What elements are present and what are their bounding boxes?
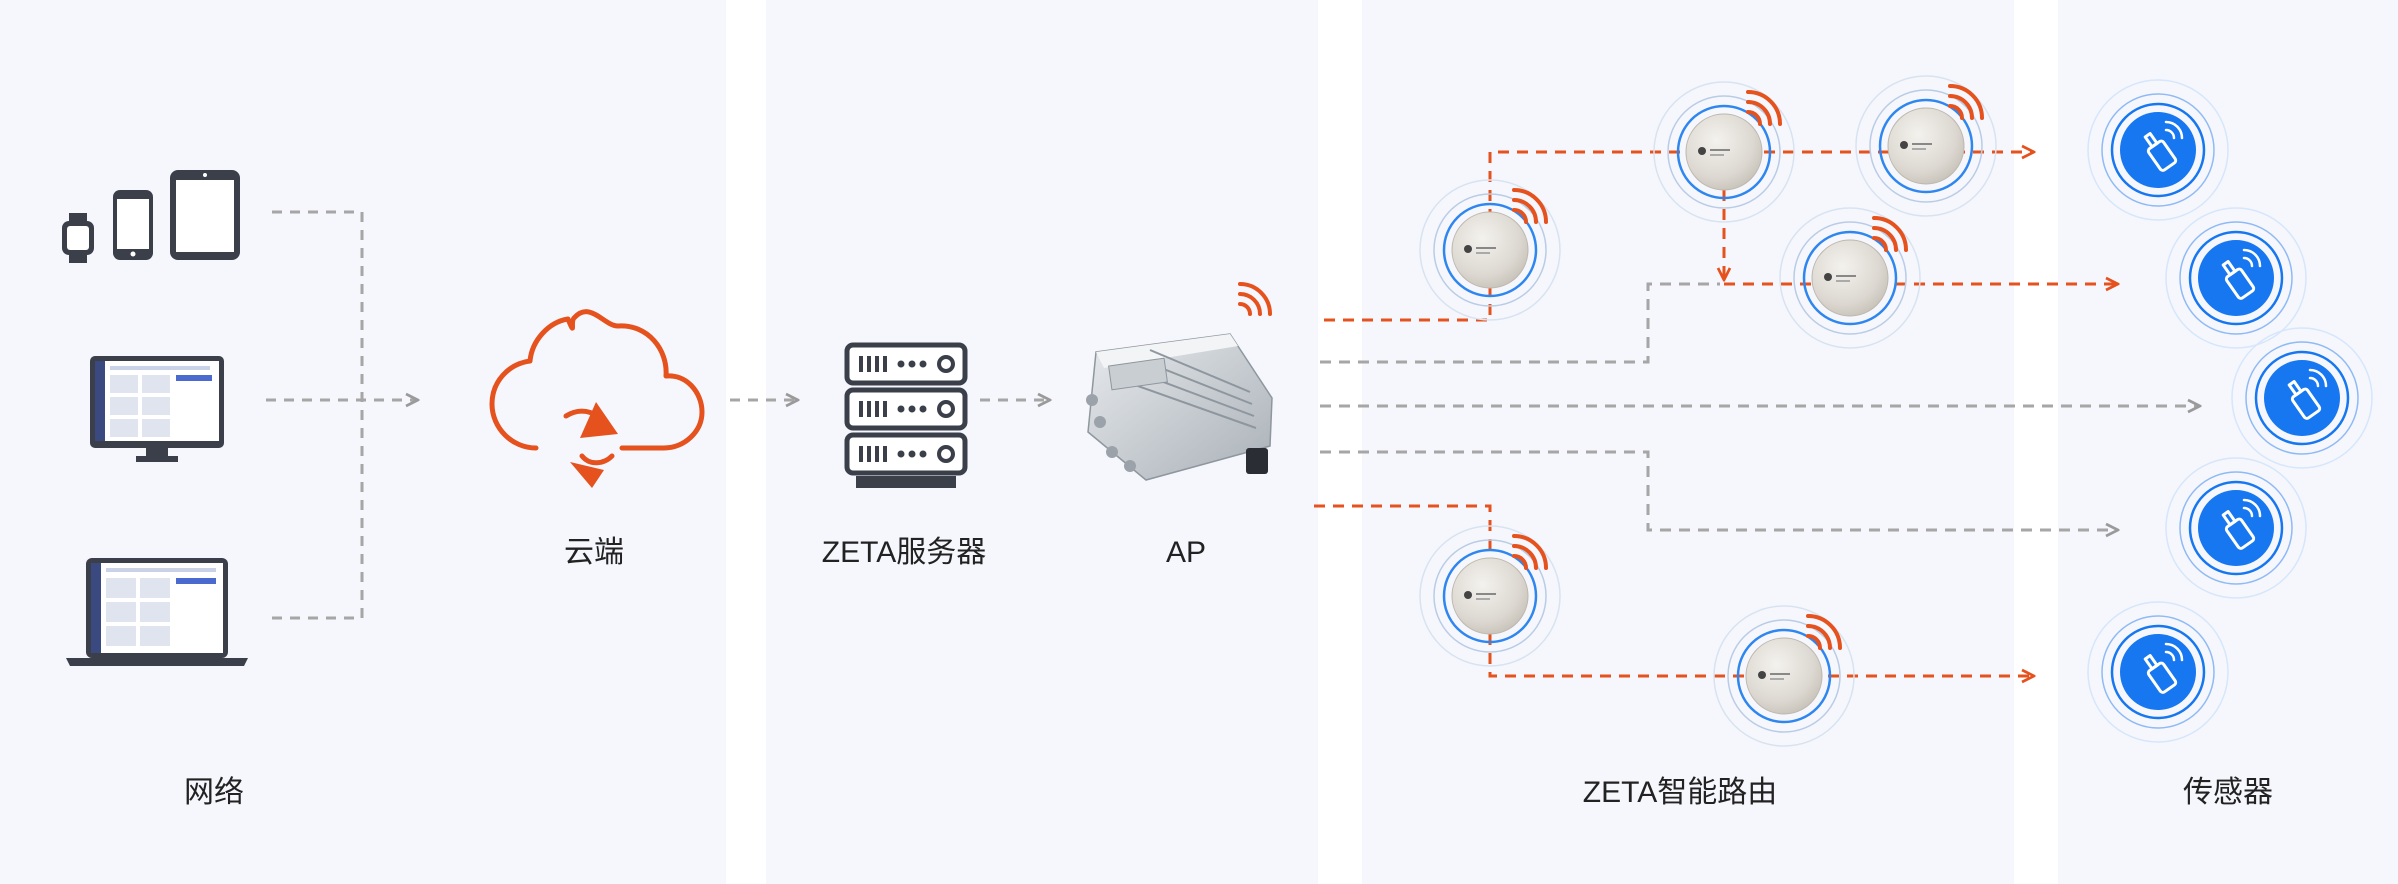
phone-icon [113, 190, 153, 260]
watch-icon [62, 213, 94, 263]
label-cloud: 云端 [564, 536, 624, 569]
label-router: ZETA智能路由 [1583, 776, 1777, 809]
label-server: ZETA服务器 [822, 536, 986, 569]
network-connector-lines [266, 210, 418, 620]
cloud-sync-icon [489, 309, 705, 488]
access-point-device-icon [1086, 282, 1273, 481]
gray-route-lines [1320, 282, 2200, 530]
label-ap: AP [1166, 536, 1206, 569]
tablet-icon [170, 170, 240, 260]
label-network: 网络 [184, 776, 244, 809]
panel-sensor [2058, 0, 2398, 884]
server-rack-icon [844, 342, 968, 488]
monitor-icon [90, 356, 224, 462]
laptop-icon [66, 558, 248, 666]
label-sensor: 传感器 [2183, 776, 2273, 809]
